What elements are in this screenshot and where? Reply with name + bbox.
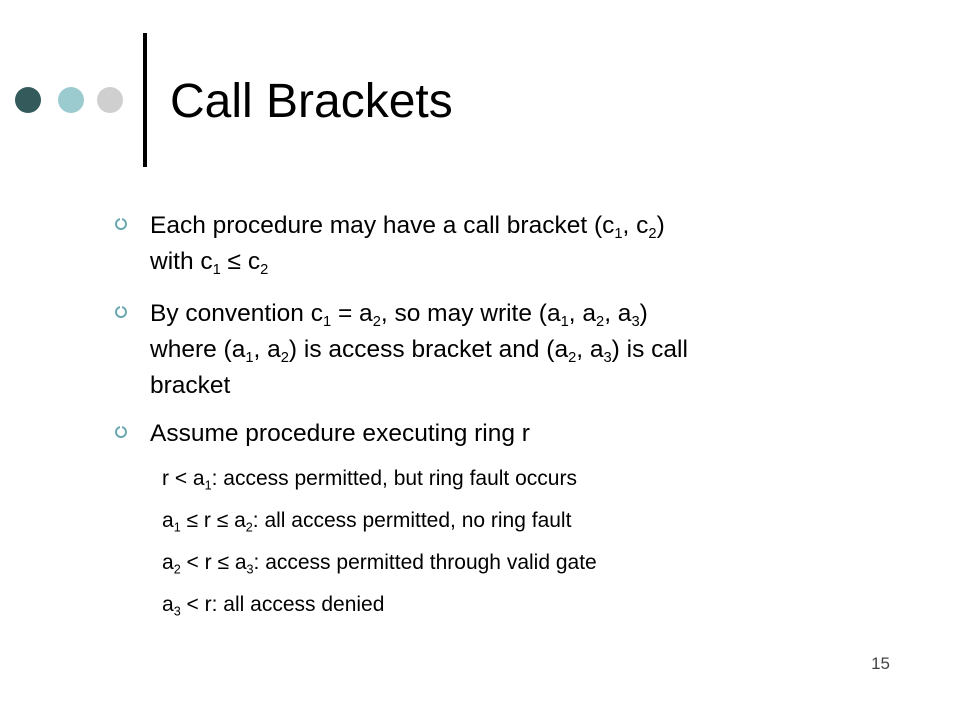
bullet-call-bracket: Each procedure may have a call bracket (… [115, 208, 850, 280]
bullet-marker-icon [115, 305, 127, 318]
title-divider [143, 33, 147, 167]
decor-dot-gray [97, 87, 123, 113]
subitem-no-ring-fault: a1 ≤ r ≤ a2: all access permitted, no ri… [162, 509, 572, 535]
decor-dot-dark [15, 87, 41, 113]
decor-dot-teal [58, 87, 84, 113]
subitem-ring-fault: r < a1: access permitted, but ring fault… [162, 467, 577, 493]
bullet-assume-ring: Assume procedure executing ring r [115, 416, 850, 452]
subitem-access-denied: a3 < r: all access denied [162, 593, 385, 619]
slide-title: Call Brackets [170, 75, 453, 128]
page-number: 15 [871, 654, 890, 673]
bullet-marker-icon [115, 217, 127, 230]
bullet-convention: By convention c1 = a2, so may write (a1,… [115, 296, 850, 404]
subitem-valid-gate: a2 < r ≤ a3: access permitted through va… [162, 551, 597, 577]
bullet-marker-icon [115, 425, 127, 438]
